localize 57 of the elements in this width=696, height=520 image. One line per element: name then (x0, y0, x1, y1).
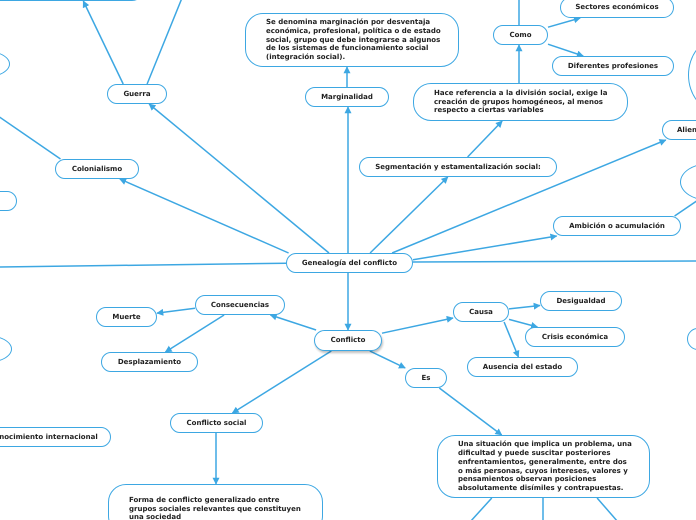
connector-line (413, 260, 696, 263)
arrow (412, 234, 558, 261)
topic-box (552, 56, 674, 76)
arrow (270, 314, 316, 331)
connector-line (542, 498, 544, 520)
arrow (503, 322, 520, 358)
topic-box (96, 307, 157, 327)
arrow (344, 273, 352, 331)
arrow (467, 120, 503, 158)
arrow (516, 44, 522, 83)
connector-line (518, 0, 520, 25)
connector-line (674, 200, 696, 217)
topic-box (525, 327, 625, 347)
topic-box (245, 13, 459, 67)
arrow (392, 139, 666, 254)
connector-line (0, 262, 286, 268)
arrow (344, 106, 352, 253)
arrow (508, 318, 538, 329)
topic-box (55, 159, 139, 179)
topic-box (437, 435, 650, 498)
arrow (148, 103, 330, 254)
topic-box (0, 427, 111, 447)
arrow (370, 176, 448, 254)
topic-box (195, 295, 285, 315)
connector-line (596, 498, 619, 520)
arrow (212, 433, 220, 485)
arrow (164, 314, 224, 353)
topic-box (540, 291, 622, 311)
arrow (344, 66, 350, 87)
arrow (548, 16, 581, 28)
topic-box (101, 352, 198, 372)
connector-line (146, 0, 183, 84)
topic-box (359, 157, 557, 177)
topic-box (560, 0, 674, 18)
arrow (119, 178, 289, 254)
topic-box (413, 83, 628, 121)
topic-box (107, 84, 167, 104)
arrow (82, 0, 124, 84)
arrow (508, 302, 541, 310)
topic-box (467, 357, 578, 377)
connector-line (469, 498, 492, 520)
arrow (382, 316, 454, 334)
arrow (548, 43, 584, 58)
arrow (438, 387, 502, 436)
topic-box (108, 484, 323, 520)
arrow (156, 307, 196, 316)
topic-box (405, 368, 447, 388)
arrow (369, 350, 406, 369)
topic-box (170, 413, 263, 433)
topic-box (453, 302, 509, 322)
arrow (232, 350, 332, 414)
connector-line (0, 115, 61, 160)
topic-box (305, 87, 389, 107)
topic-box (314, 330, 382, 351)
topic-box (493, 25, 548, 45)
topic-box (553, 216, 681, 236)
topic-box (286, 253, 413, 273)
